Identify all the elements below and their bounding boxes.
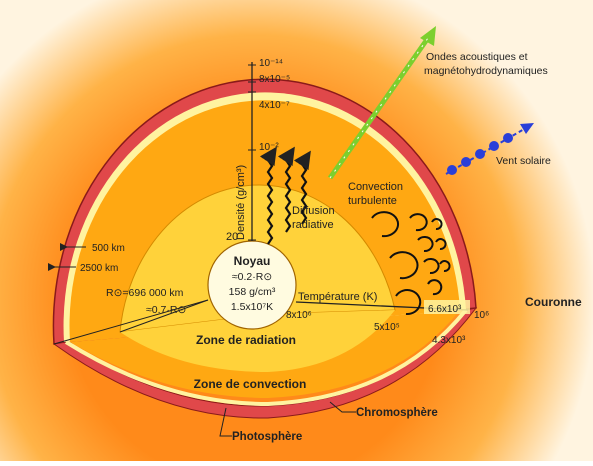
chromosphere-label: Chromosphère <box>356 407 438 419</box>
diffusion-label-2: radiative <box>292 219 334 231</box>
chromosphere-thickness: 2500 km <box>80 263 118 274</box>
core-radius: ≈0.2·R⊙ <box>232 271 272 283</box>
photosphere-label: Photosphère <box>232 431 302 443</box>
waves-label-2: magnétohydrodynamiques <box>424 65 548 77</box>
density-tick-20: 20 <box>226 231 238 243</box>
solar-wind-label: Vent solaire <box>496 155 551 167</box>
convection-label-2: turbulente <box>348 195 397 207</box>
density-tick-1e-14: 10⁻¹⁴ <box>259 58 283 69</box>
temp-tick-8e6: 8x10⁶ <box>286 310 312 321</box>
radiation-zone-label: Zone de radiation <box>196 333 296 347</box>
temperature-axis-label: Température (K) <box>298 291 377 303</box>
density-axis-label: Densité (g/cm³) <box>235 165 247 240</box>
core-density: 158 g/cm³ <box>229 286 276 298</box>
temp-tick-5e5: 5x10⁵ <box>374 322 400 333</box>
convection-label-1: Convection <box>348 181 403 193</box>
diffusion-label-1: Diffusion <box>292 205 335 217</box>
core-title: Noyau <box>234 254 271 268</box>
density-tick-8e-5: 8x10⁻⁵ <box>259 74 290 85</box>
convection-zone-label: Zone de convection <box>194 377 307 391</box>
photosphere-thickness: 500 km <box>92 243 125 254</box>
temp-tick-4_3e3: 4.3x10³ <box>432 335 466 346</box>
corona-label: Couronne <box>525 295 582 309</box>
radiation-radius-label: ≈0.7·R⊙ <box>146 304 186 316</box>
waves-label-1: Ondes acoustiques et <box>426 51 528 63</box>
density-tick-4e-7: 4x10⁻⁷ <box>259 100 290 111</box>
core-temperature: 1.5x10⁷K <box>231 301 273 313</box>
density-tick-1e-2: 10⁻² <box>259 142 279 153</box>
temp-tick-6_6e3: 6.6x10³ <box>428 304 462 315</box>
temp-tick-1e6: 10⁶ <box>474 310 489 321</box>
sun-radius-label: R⊙=696 000 km <box>106 287 184 299</box>
